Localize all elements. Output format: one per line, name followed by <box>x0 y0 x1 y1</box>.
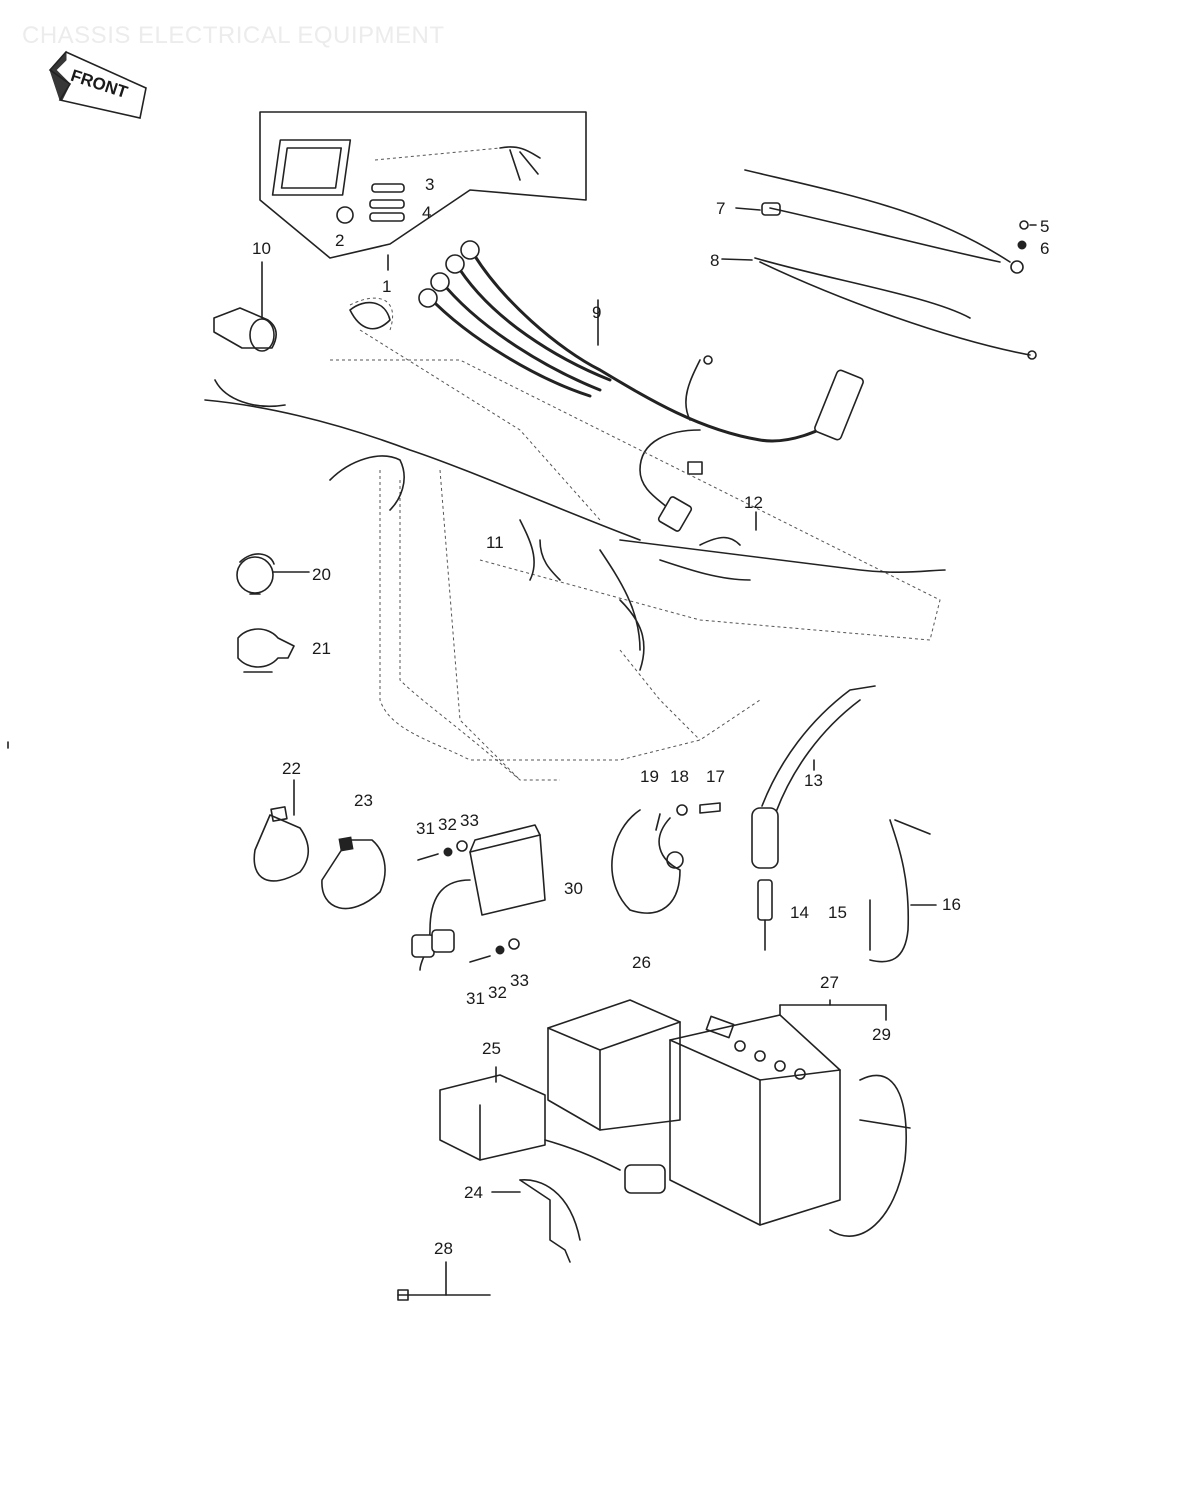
meter-assembly-panel <box>259 111 587 271</box>
callout-17: 17 <box>706 767 725 786</box>
bolt-28 <box>397 1261 491 1301</box>
horn <box>236 553 310 595</box>
front-arrow: FRONT <box>48 50 147 119</box>
callout-2: 2 <box>335 231 344 250</box>
callout-31-upper: 31 <box>416 819 435 838</box>
callout-7: 7 <box>716 199 725 218</box>
callout-28: 28 <box>434 1239 453 1258</box>
callout-1: 1 <box>382 277 391 296</box>
clamp-23 <box>321 836 386 910</box>
callout-21: 21 <box>312 639 331 658</box>
callout-3: 3 <box>425 175 434 194</box>
spark-plug-lead <box>751 685 937 963</box>
callout-labels: 1 2 3 4 5 6 7 8 9 10 11 12 13 14 15 16 1… <box>252 175 1049 1258</box>
chassis-frame <box>204 297 946 781</box>
callout-31-lower: 31 <box>466 989 485 1008</box>
callout-33-upper: 33 <box>460 811 479 830</box>
callout-27: 27 <box>820 973 839 992</box>
callout-22: 22 <box>282 759 301 778</box>
callout-26: 26 <box>632 953 651 972</box>
callout-25: 25 <box>482 1039 501 1058</box>
relay <box>237 628 295 673</box>
callout-16: 16 <box>942 895 961 914</box>
callout-10: 10 <box>252 239 271 258</box>
battery-group <box>439 999 911 1263</box>
wiring-harness <box>418 240 864 532</box>
ignition-pickup <box>611 802 721 914</box>
callout-23: 23 <box>354 791 373 810</box>
indicator-lamp <box>213 261 277 352</box>
clamp-22 <box>253 779 310 882</box>
callout-12: 12 <box>744 493 763 512</box>
callout-14: 14 <box>790 903 809 922</box>
callout-32-lower: 32 <box>488 983 507 1002</box>
regulator-rectifier <box>411 824 546 971</box>
callout-4: 4 <box>422 203 431 222</box>
callout-24: 24 <box>464 1183 483 1202</box>
callout-5: 5 <box>1040 217 1049 236</box>
callout-19: 19 <box>640 767 659 786</box>
callout-13: 13 <box>804 771 823 790</box>
callout-20: 20 <box>312 565 331 584</box>
callout-8: 8 <box>710 251 719 270</box>
callout-15: 15 <box>828 903 847 922</box>
callout-29: 29 <box>872 1025 891 1044</box>
callout-33-lower: 33 <box>510 971 529 990</box>
callout-32-upper: 32 <box>438 815 457 834</box>
callout-11: 11 <box>486 533 504 552</box>
battery-leads <box>721 169 1037 360</box>
callout-9: 9 <box>592 303 601 322</box>
callout-6: 6 <box>1040 239 1049 258</box>
page-title: CHASSIS ELECTRICAL EQUIPMENT <box>22 22 445 49</box>
callout-30: 30 <box>564 879 583 898</box>
callout-18: 18 <box>670 767 689 786</box>
